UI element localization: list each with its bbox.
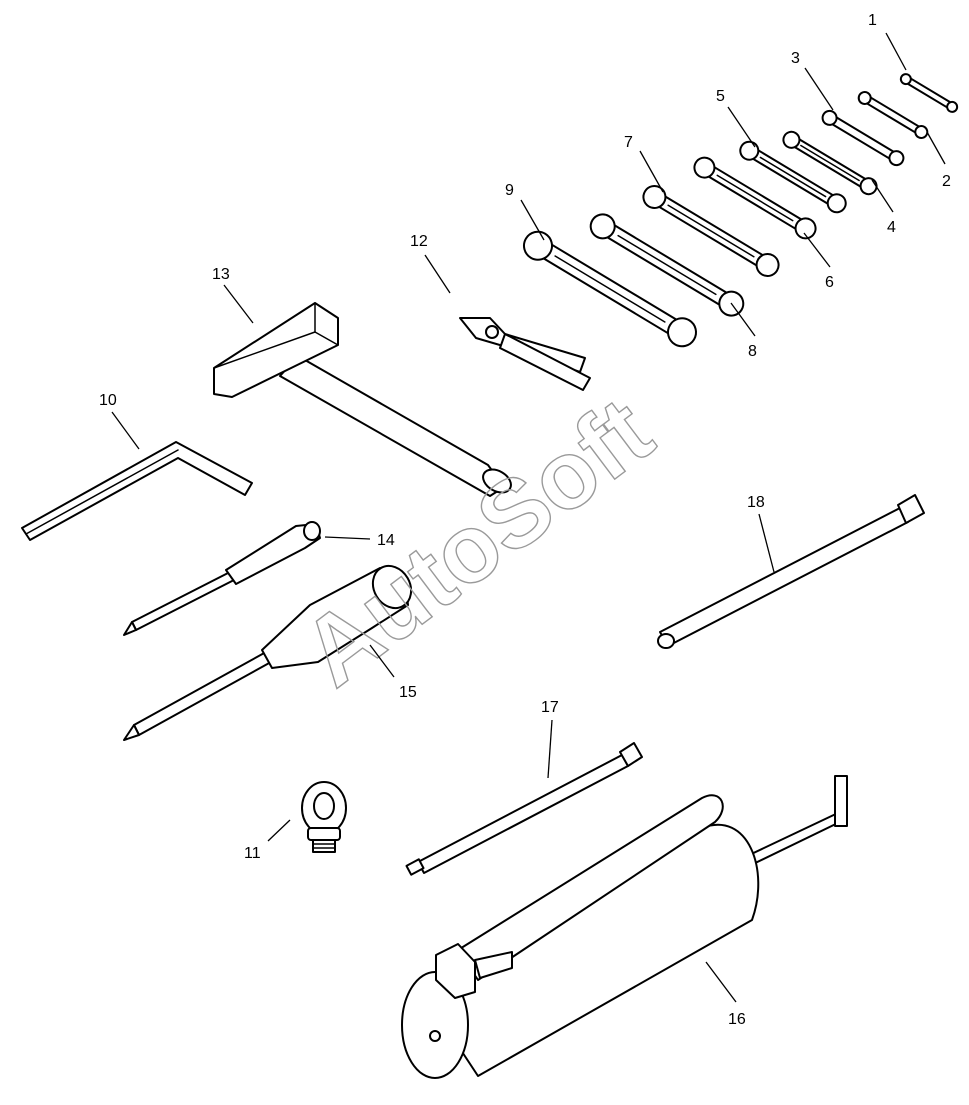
callout-4: 4 [887, 219, 896, 236]
svg-text:AutoSoft: AutoSoft [283, 377, 671, 706]
wrench-4 [782, 130, 878, 196]
screwdriver-15 [123, 564, 413, 741]
wrench-9 [522, 230, 698, 348]
callout-1: 1 [868, 12, 877, 29]
callout-16: 16 [728, 1011, 746, 1028]
pliers-12 [459, 317, 591, 391]
callout-18: 18 [747, 494, 765, 511]
wrench-2 [857, 91, 929, 139]
callout-5: 5 [716, 88, 725, 105]
hammer-13 [213, 302, 512, 497]
callout-7: 7 [624, 134, 633, 151]
callout-9: 9 [505, 182, 514, 199]
callout-3: 3 [791, 50, 800, 67]
grease-gun-16 [401, 775, 848, 1079]
callout-labels: 1 2 3 4 5 6 7 8 9 10 11 12 13 14 15 16 1… [99, 12, 951, 1028]
callout-17: 17 [541, 699, 559, 716]
wrench-8 [589, 213, 745, 317]
wrench-6 [693, 156, 817, 240]
wrench-3 [821, 109, 905, 167]
eye-bolt-11 [301, 781, 347, 853]
grease-hose-17 [405, 742, 643, 876]
callout-12: 12 [410, 233, 428, 250]
extension-tube-18 [657, 494, 925, 649]
wrench-7 [642, 185, 780, 277]
callout-15: 15 [399, 684, 417, 701]
callout-11: 11 [244, 845, 261, 862]
callout-2: 2 [942, 173, 951, 190]
callout-13: 13 [212, 266, 230, 283]
watermark: AutoSoft [283, 377, 672, 708]
callout-6: 6 [825, 274, 834, 291]
leader-lines [111, 32, 946, 1003]
callout-14: 14 [377, 532, 395, 549]
wrench-1 [899, 73, 959, 113]
callout-8: 8 [748, 343, 757, 360]
hex-key-10 [21, 441, 253, 541]
screwdriver-14 [123, 521, 321, 636]
wrench-5 [739, 140, 847, 214]
callout-10: 10 [99, 392, 117, 409]
